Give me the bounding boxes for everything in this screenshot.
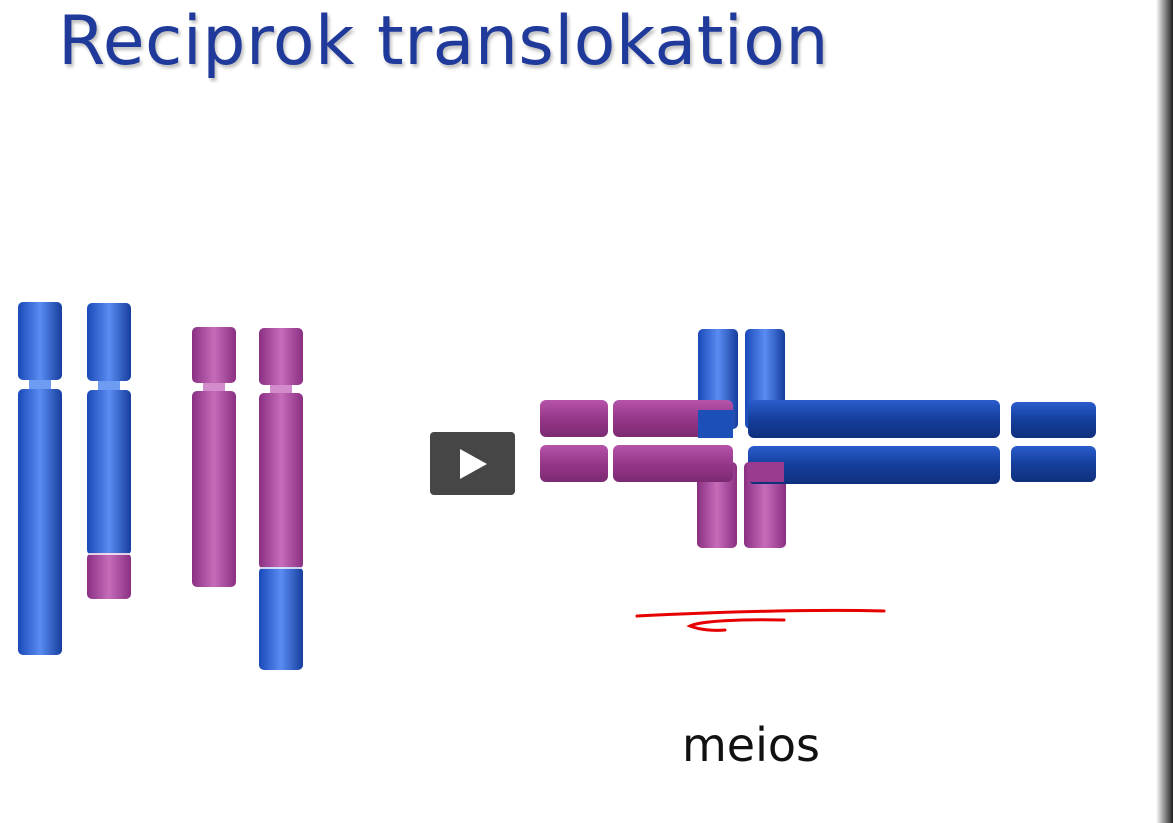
translocated-chromosome-purple	[259, 328, 303, 670]
normal-chromosome-purple	[192, 327, 236, 587]
translocated-chromosome-blue	[87, 303, 131, 599]
normal-chromosome-blue	[18, 302, 62, 655]
diagram-caption: meios	[682, 718, 820, 772]
play-icon	[460, 449, 487, 479]
video-play-button[interactable]	[430, 432, 515, 495]
quadrivalent-pairing-cross	[540, 329, 1096, 548]
slide-title: Reciprok translokation	[58, 2, 829, 81]
red-pen-arrow-annotation	[635, 608, 886, 632]
page-edge-shadow	[1156, 0, 1173, 823]
